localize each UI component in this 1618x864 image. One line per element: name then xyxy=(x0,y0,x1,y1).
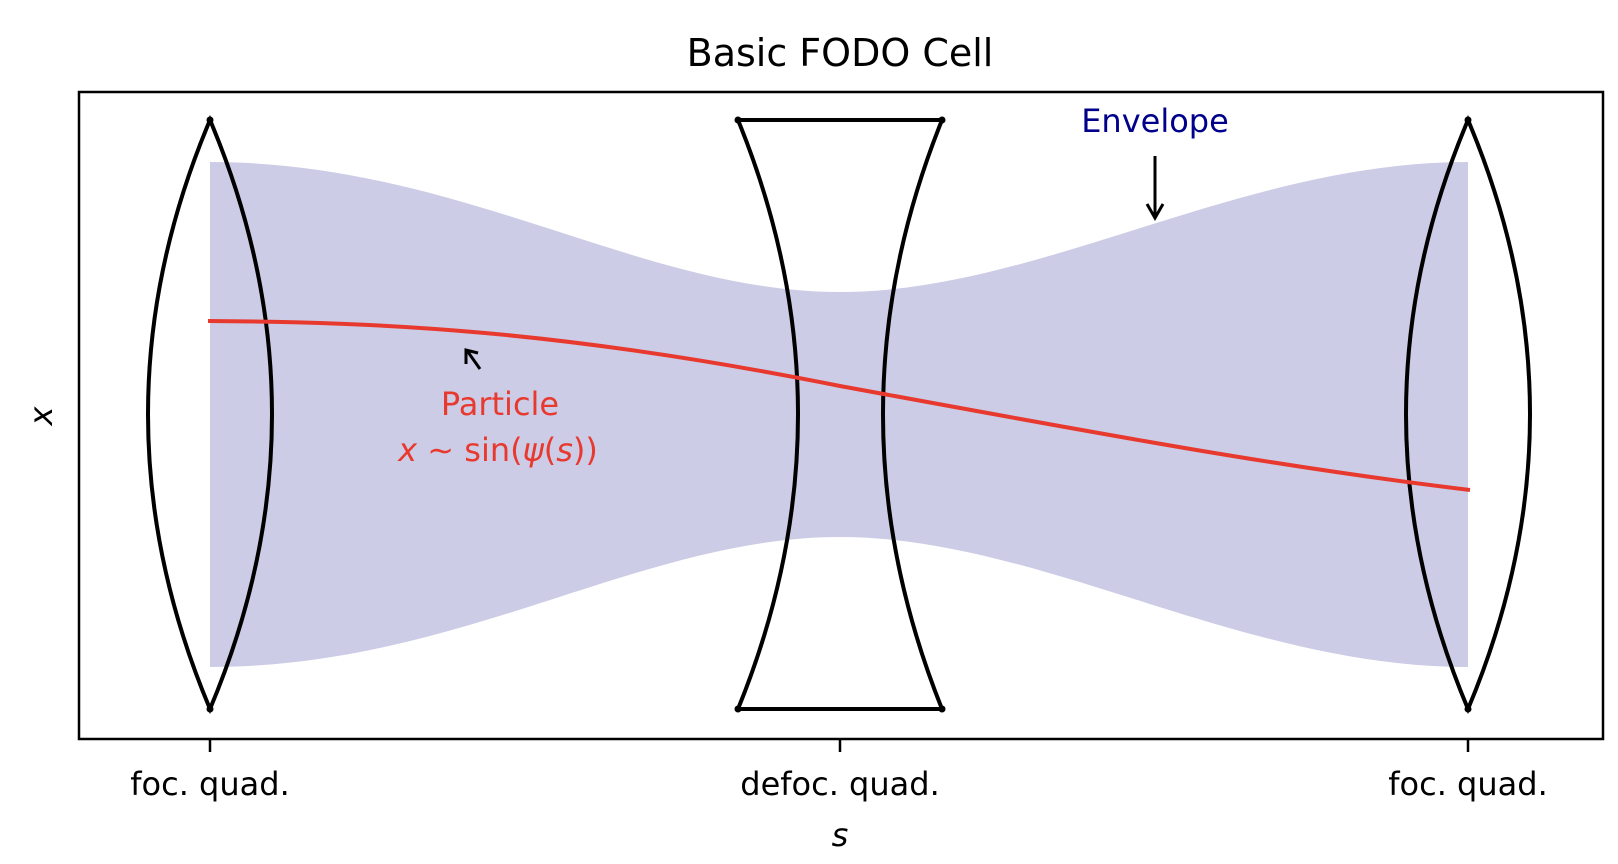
particle-arrow xyxy=(464,348,482,370)
lens-tip-dot xyxy=(1464,116,1472,124)
formula-open: ( xyxy=(544,431,556,469)
lens-corner-dot xyxy=(734,705,742,713)
x-tick-label: defoc. quad. xyxy=(740,765,939,803)
formula-psi: ψ xyxy=(523,431,545,469)
lens-tip-dot xyxy=(206,116,214,124)
formula-var-s: s xyxy=(556,431,573,469)
chart-title: Basic FODO Cell xyxy=(687,31,994,75)
formula-close: )) xyxy=(573,431,598,469)
envelope-band xyxy=(210,162,1468,667)
formula-var-x: x xyxy=(397,431,418,469)
envelope-arrow-head xyxy=(1145,203,1165,222)
x-axis-label: s xyxy=(832,816,849,854)
formula-sin: ∼ sin( xyxy=(417,431,522,469)
particle-label: Particle xyxy=(441,385,559,423)
lens-tip-dot xyxy=(206,705,214,713)
lens-corner-dot xyxy=(938,116,946,124)
x-tick-label: foc. quad. xyxy=(130,765,289,803)
lens-corner-dot xyxy=(734,116,742,124)
y-axis-label: x xyxy=(22,405,60,426)
envelope-label: Envelope xyxy=(1081,102,1229,140)
particle-trajectory xyxy=(207,319,1471,492)
lens-corner-dot xyxy=(938,705,946,713)
particle-formula: x ∼ sin(ψ(s)) xyxy=(397,431,598,469)
lens-tip-dot xyxy=(1464,705,1472,713)
x-tick-label: foc. quad. xyxy=(1388,765,1547,803)
